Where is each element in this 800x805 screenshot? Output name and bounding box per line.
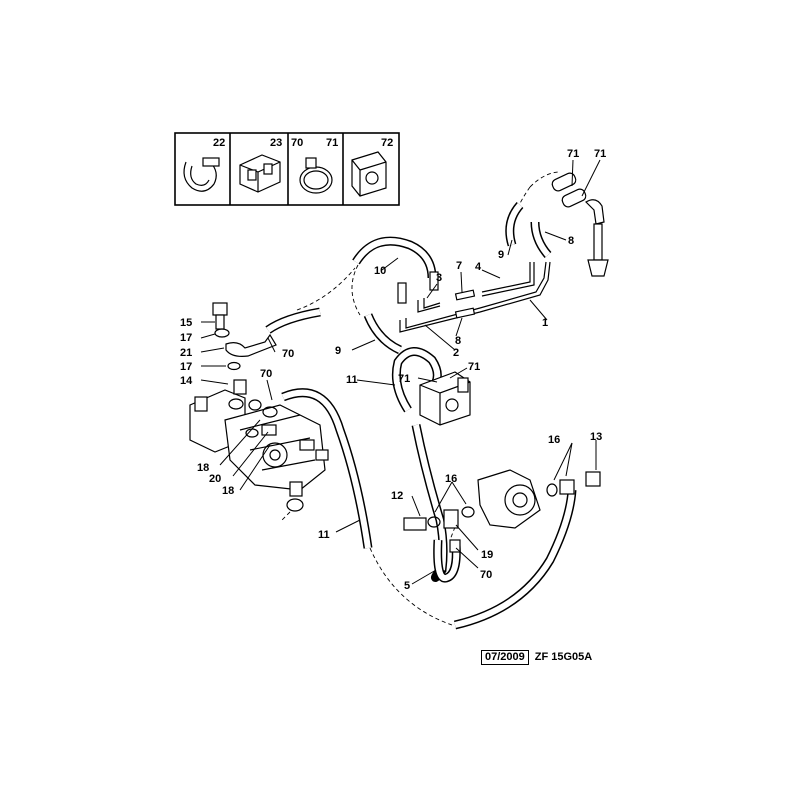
callout-71-top-right: 71 [594, 148, 606, 160]
temperature-sensor [551, 172, 609, 277]
callout-3: 3 [436, 272, 442, 284]
inset-label-71: 71 [326, 137, 338, 149]
callout-1: 1 [542, 317, 548, 329]
callout-17-lower: 17 [180, 361, 192, 373]
callout-17-upper: 17 [180, 332, 192, 344]
callout-5: 5 [404, 580, 410, 592]
spring-clip-22-icon [183, 157, 220, 192]
inset-label-72: 72 [381, 137, 393, 149]
callout-7: 7 [456, 260, 462, 272]
callout-9-upper: 9 [498, 249, 504, 261]
injection-pump [189, 389, 329, 512]
rigid-pipes [397, 261, 551, 333]
callout-9-lower: 9 [335, 345, 341, 357]
inset-label-22: 22 [213, 137, 225, 149]
callout-16-center: 16 [445, 473, 457, 485]
hose-clamp-70-icon [299, 157, 333, 194]
clip-72-icon [351, 151, 387, 197]
leader-lines [200, 159, 601, 585]
callout-13: 13 [590, 431, 602, 443]
callout-71-top-left: 71 [567, 148, 579, 160]
callout-12: 12 [391, 490, 403, 502]
coolant-pump-assembly [403, 469, 601, 553]
callout-70-lower: 70 [480, 569, 492, 581]
hoses [265, 202, 577, 630]
callout-2: 2 [453, 347, 459, 359]
left-hardware [212, 302, 278, 438]
callout-21: 21 [180, 347, 192, 359]
callout-70-upper: 70 [282, 348, 294, 360]
footer-date: 07/2009 [481, 649, 529, 665]
callout-11-upper: 11 [346, 374, 358, 386]
callout-16-right: 16 [548, 434, 560, 446]
thermostat-housing [419, 371, 471, 426]
callout-8-upper: 8 [568, 235, 574, 247]
callout-70-mid: 70 [260, 368, 272, 380]
callout-11-lower: 11 [318, 529, 330, 541]
bracket-clip-23-icon [239, 154, 281, 193]
callout-18-upper: 18 [197, 462, 209, 474]
callout-4: 4 [475, 261, 482, 273]
callout-71-mid-left: 71 [398, 373, 410, 385]
diagram-footer: 07/2009 ZF 15G05A [481, 649, 593, 665]
inset-label-70: 70 [291, 137, 303, 149]
inset-label-23: 23 [270, 137, 282, 149]
callout-18-lower: 18 [222, 485, 234, 497]
callout-71-mid-right: 71 [468, 361, 480, 373]
callout-10: 10 [374, 265, 386, 277]
callout-labels: 1 2 3 4 5 7 8 8 9 9 10 11 11 12 13 14 15… [180, 148, 606, 592]
callout-14: 14 [180, 375, 193, 387]
callout-20: 20 [209, 473, 221, 485]
callout-15: 15 [180, 317, 192, 329]
footer-reference: ZF 15G05A [534, 650, 593, 663]
callout-8-lower: 8 [455, 335, 461, 347]
callout-19: 19 [481, 549, 493, 561]
clip-inset-panel: 22 23 70 71 72 [174, 132, 400, 206]
